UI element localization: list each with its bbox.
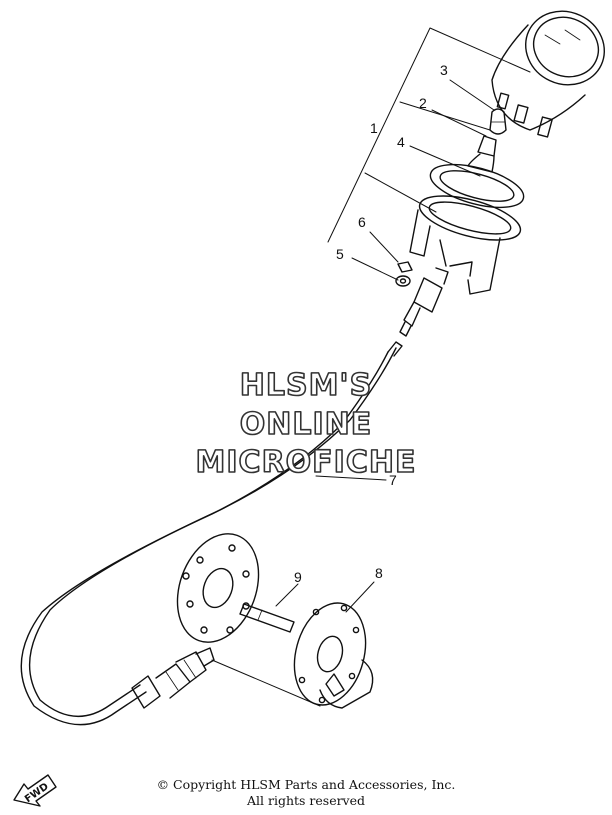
watermark-line-3: MICROFICHE	[196, 445, 417, 480]
drive-pin	[239, 603, 295, 633]
bulb	[489, 108, 507, 135]
callout-6: 6	[358, 214, 366, 230]
speedometer-cable	[20, 341, 403, 726]
connector-lines	[211, 659, 321, 707]
watermark-line-1: HLSM'S	[240, 368, 372, 403]
copyright-line: © Copyright HLSM Parts and Accessories, …	[156, 777, 456, 792]
nut	[397, 261, 413, 273]
cable-upper-fitting	[399, 267, 449, 337]
drive-disc	[176, 533, 260, 643]
callout-7: 7	[389, 472, 397, 488]
watermark-line-2: ONLINE	[240, 407, 373, 442]
callout-8: 8	[375, 565, 383, 581]
speedometer-gauge	[491, 10, 606, 138]
gear-housing	[293, 602, 374, 709]
washer	[395, 275, 411, 287]
rights-line: All rights reserved	[246, 793, 366, 808]
callout-9: 9	[294, 569, 302, 585]
callout-4: 4	[397, 134, 405, 150]
gasket-ring	[429, 163, 525, 209]
callout-5: 5	[336, 246, 344, 262]
callout-3: 3	[440, 62, 448, 78]
leader-lines	[275, 79, 495, 613]
callout-2: 2	[419, 95, 427, 111]
callout-1: 1	[370, 120, 378, 136]
cable-lower-fitting	[131, 647, 215, 709]
mounting-bracket	[409, 195, 522, 295]
bulb-socket	[467, 135, 497, 173]
